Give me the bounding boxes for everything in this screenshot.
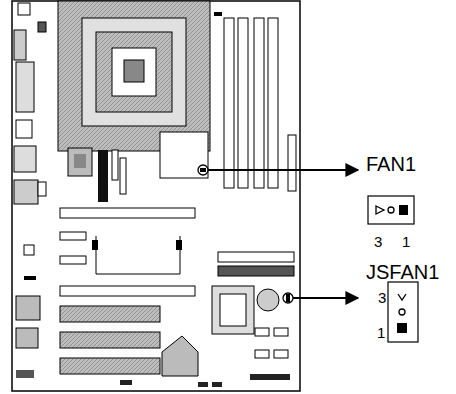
pin-number: 3 <box>378 290 386 305</box>
connector-name: FAN1 <box>366 154 416 174</box>
pin-number: 1 <box>377 325 385 340</box>
pin-number: 1 <box>402 234 410 249</box>
connector-name: JSFAN1 <box>366 262 439 282</box>
pin-number: 3 <box>374 234 382 249</box>
